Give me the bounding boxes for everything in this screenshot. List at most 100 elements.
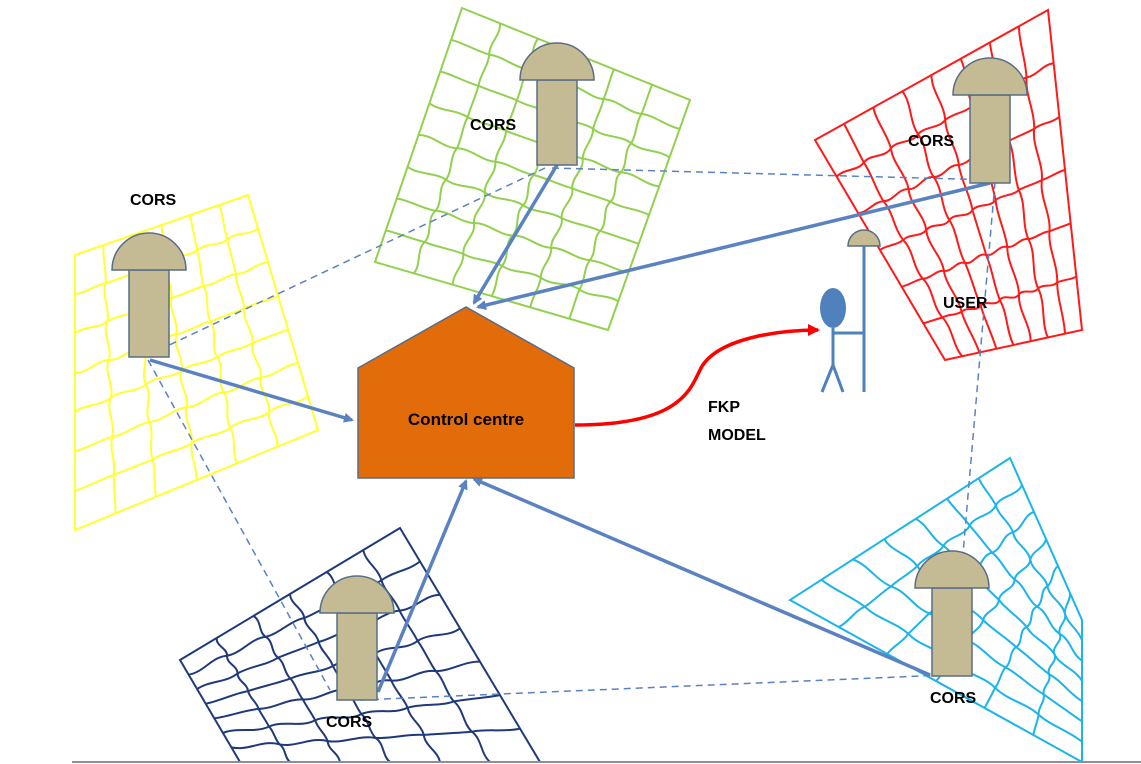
grid-red-line [1017,26,1028,78]
grid-cyan-line [820,578,866,608]
grid-navy-line [222,725,270,734]
grid-navy-line [289,593,306,619]
grid-cyan-line [1012,532,1032,560]
grid-yellow-line [109,383,147,400]
grid-cyan-line [883,538,919,567]
grid-green-line [424,241,464,255]
grid-green-line [539,247,553,278]
grid-navy-line [327,736,376,743]
grid-red-line [1037,287,1049,338]
grid-navy-line [375,737,391,762]
grid-green-line [581,128,595,159]
fkp-model-arrow [574,324,820,427]
cors-navy-dome [319,575,395,614]
grid-navy-line [317,641,334,667]
grid-navy-line [390,680,409,709]
grid-red-line [882,200,904,241]
grid-yellow-line [268,411,279,447]
grid-red-line [889,148,910,190]
grid-navy-line [237,656,279,675]
grid-cyan-line [1036,585,1049,608]
cors-red-dome [952,57,1028,96]
grid-red-line [985,254,1001,301]
grid-cyan-line [994,666,1007,689]
grid-green-line [522,174,535,206]
grid-red-line [925,219,951,231]
grid-cyan-line [1015,646,1050,675]
grid-green-line [473,222,513,237]
grid-yellow-line [203,273,236,287]
grid-yellow-line [74,397,112,413]
grid-navy-line [398,610,419,642]
grid-cyan-line [1058,632,1083,662]
grid-green-line [620,142,633,174]
grid-red-line [941,310,963,319]
grid-navy-line [360,713,377,739]
grid-cyan-line [1036,605,1061,635]
grid-red-line [964,253,987,264]
grid-yellow-line [234,273,246,309]
control-centre-label: Control centre [408,410,524,429]
arrow-navy-to-centre [376,479,468,693]
grid-cyan-line [1063,612,1083,641]
grid-green-line [630,142,671,159]
grid-cyan-line [982,619,1017,648]
arrow-green-to-centre [472,164,559,305]
grid-cyan-line [838,605,866,628]
grid-yellow-line [184,406,193,444]
grid-cyan-line [1029,559,1049,587]
grid-green-line [495,160,534,176]
grid-yellow-line [252,328,289,345]
grid-red-line [942,270,963,312]
cors-green-dome [519,42,595,81]
grid-green-line [602,68,615,100]
cors-green-gnss-antenna-icon [519,42,595,166]
grid-navy-line [417,627,461,642]
grid-cyan-line [1042,673,1051,695]
grid-navy-line [391,669,436,682]
grid-yellow-line [108,397,114,437]
grid-cyan-line [1013,559,1032,580]
grid-green-line [512,234,552,249]
grid-yellow-line [216,342,254,358]
grid-cyan-line [1058,612,1067,634]
grid-red-line [925,229,945,272]
grid-red-line [901,277,924,288]
grid-navy-line [277,656,292,680]
grid-green-line [428,102,469,118]
grid-navy-line [380,560,421,582]
grid-yellow-line [186,391,224,409]
cors-stations [111,42,1028,701]
grid-cyan-line [1037,694,1045,715]
baseline-navy-cyan [359,674,946,701]
station-links [149,164,991,693]
grid-yellow-line [74,359,109,374]
grid-cyan-line [1046,565,1059,588]
grid-green-line [451,253,465,285]
grid-yellow-line [268,395,309,413]
grid-yellow-line [235,261,269,276]
grid-navy-line [407,700,455,709]
grid-navy-line [265,617,305,638]
grid-red-line [994,199,1009,248]
grid-green-line [450,38,490,56]
grid-yellow-line [171,285,204,299]
grid-red-line [917,133,935,178]
grid-red-line [979,305,998,350]
grid-red-line [941,316,963,357]
grid-green-line [490,265,503,297]
grid-red-line [908,176,934,191]
grid-navy-line [265,636,279,659]
grid-yellow-line [113,458,154,476]
user-label: USER [943,295,988,312]
grid-yellow-line [242,308,254,344]
grid-navy-line [215,637,229,656]
grid-navy-line [314,719,329,742]
grid-navy-line [303,617,320,643]
grid-yellow-line [145,369,183,386]
grid-green-line [472,192,486,224]
cors-navy-mast [336,612,378,701]
grid-green-line [560,188,574,219]
grid-cyan-line [864,585,892,608]
grid-yellow-line [180,356,218,372]
